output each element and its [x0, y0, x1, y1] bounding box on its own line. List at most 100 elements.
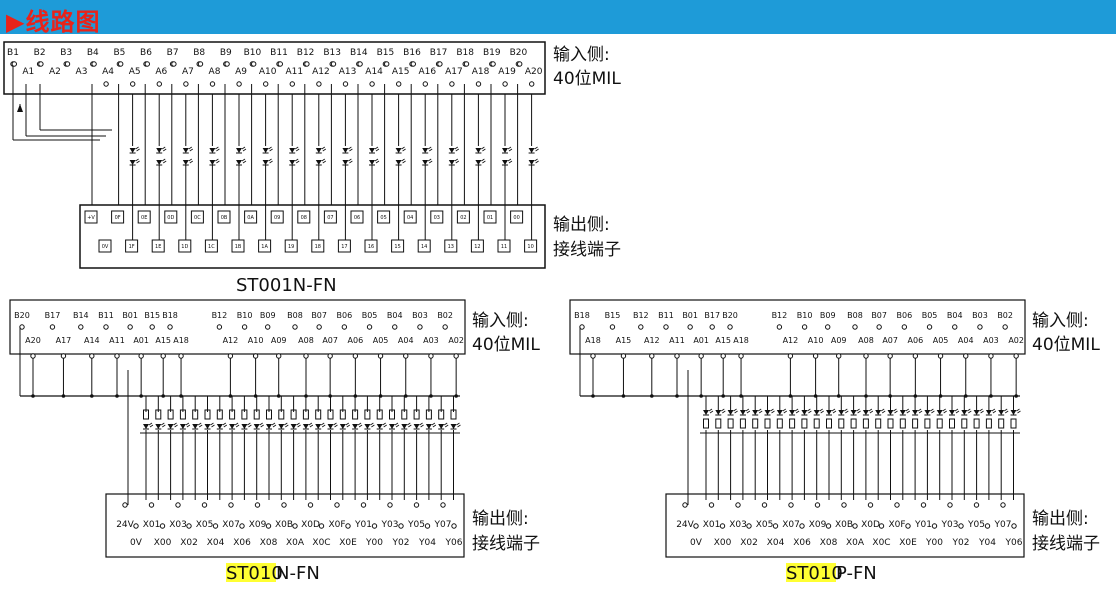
st010p-terminal-bottom-label: X08: [820, 538, 838, 548]
st010p-resistor: [912, 418, 919, 429]
st010n-led: [413, 424, 420, 429]
st001n-led: [289, 160, 296, 165]
wire-junction: [31, 394, 35, 398]
led-emission-arrows: [745, 408, 751, 414]
st010n-terminal-bottom-pin: [371, 523, 378, 529]
st010p-resistor: [739, 418, 746, 429]
wire-junction: [403, 394, 408, 398]
st010n-b-pin: [216, 324, 223, 330]
st001n-terminal-top-label: 09: [274, 215, 280, 221]
st010p-b-pin-label: B08: [847, 311, 863, 320]
st001n-terminal-box: [164, 210, 178, 224]
st010n-terminal-bottom-label: 0V: [130, 538, 143, 548]
st001n-terminal-top-label: 0F: [115, 215, 121, 221]
st001n-terminal-bottom-label: 18: [315, 244, 321, 250]
led-emission-arrows: [856, 408, 861, 414]
led-emission-arrows: [382, 422, 387, 428]
st010p-b-pin: [687, 324, 693, 330]
st010p-a-pin-label: A03: [983, 336, 999, 345]
st001n-terminal-box: [125, 239, 139, 253]
st010n-terminal-bottom-pin: [186, 523, 192, 529]
st010n-resistor: [438, 409, 445, 420]
st001n-a-pin-stub: [304, 61, 310, 67]
st010n-resistor: [278, 409, 285, 420]
st001n-terminal-box: [364, 239, 378, 253]
st001n-b-pin-label: B11: [270, 48, 288, 58]
st001n-terminal-top-label: 08: [301, 215, 307, 221]
st001n-output-side-label: 输出侧:: [553, 215, 610, 235]
st010n-led: [438, 424, 445, 429]
led-emission-arrows: [215, 158, 220, 164]
led-emission-arrows: [188, 158, 194, 164]
st010n-terminal-bottom-label: Y06: [445, 538, 463, 548]
st010n-connector-box: [9, 299, 466, 355]
st001n-led: [236, 160, 242, 165]
st001n-b-pin-label: B9: [220, 48, 232, 58]
st010p-b-pin-label: B12: [772, 311, 788, 320]
st010p-led: [936, 410, 943, 415]
led-emission-arrows: [991, 408, 997, 414]
st010p-resistor: [850, 418, 857, 429]
st001n-terminal-bottom-label: 1A: [261, 244, 268, 250]
st010n-b-pin: [78, 324, 84, 330]
st010p-terminal-bottom-pin: [852, 523, 858, 529]
st001n-a-pin-label: A17: [445, 67, 463, 77]
st010n-b-pin: [103, 324, 109, 330]
st001n-terminal-top-label: 03: [434, 215, 440, 221]
st010n-terminal-top-label: X07: [222, 520, 240, 530]
st010p-resistor: [789, 418, 796, 429]
st001n-led: [475, 160, 482, 165]
st010n-resistor: [179, 409, 186, 420]
st001n-a-pin: [369, 81, 375, 87]
st010n-terminal-bottom-pin: [159, 523, 166, 529]
st010p-terminal-top-label: X0B: [835, 520, 853, 530]
st010n-b-pin: [392, 324, 398, 330]
st001n-b-pin-label: B8: [193, 48, 205, 58]
st001n-terminal-top-label: 0C: [194, 215, 201, 221]
st010p-led: [838, 410, 845, 415]
st010n-resistor: [290, 409, 297, 420]
st001n-terminal-bottom-label: 16: [368, 244, 374, 250]
st010n-terminal-top-pin: [413, 502, 420, 508]
st010p-resistor: [715, 418, 722, 429]
st010n-model-highlight: ST010: [226, 563, 283, 584]
st010n-terminal-bottom-pin: [398, 523, 404, 529]
st010p-a-pin: [738, 353, 744, 359]
st010n-terminal-top-label: Y01: [354, 520, 372, 530]
st001n-a-pin-label: A14: [365, 67, 383, 77]
st010n-b-pin-label: B05: [362, 311, 378, 320]
led-emission-arrows: [348, 158, 353, 164]
st010n-led: [315, 424, 322, 429]
st010n-terminal-bottom-label: X04: [207, 538, 225, 548]
st010n-a-pin-label: A20: [25, 336, 41, 345]
st001n-a-pin-stub: [11, 61, 18, 67]
st010p-b-pin-label: B12: [633, 311, 649, 320]
st010p-led: [998, 410, 1005, 415]
st001n-a-pin: [103, 81, 109, 87]
st010n-led: [278, 424, 285, 429]
st010p-terminal-top-label: X0D: [861, 520, 880, 530]
st001n-b-pin-label: B12: [297, 48, 315, 58]
st010p-b-pin: [609, 324, 616, 330]
st001n-terminal-bottom-label: 19: [288, 244, 294, 250]
st001n-led: [129, 148, 136, 153]
st010p-a-pin: [649, 353, 655, 359]
led-emission-arrows: [345, 422, 351, 428]
st010n-a-pin: [352, 353, 359, 359]
st010n-terminal-top-label: X0D: [301, 520, 320, 530]
led-emission-arrows: [296, 422, 301, 428]
wire-junction: [276, 394, 281, 398]
wire-junction: [963, 394, 968, 398]
st001n-a-pin-stub: [384, 61, 390, 67]
st001n-led: [395, 160, 402, 165]
st010n-a-pin: [453, 353, 459, 359]
st010p-terminal-bottom-pin: [799, 523, 805, 529]
st001n-terminal-box: [470, 239, 484, 253]
st010n-led: [339, 424, 346, 429]
st001n-terminal-top-label: 0A: [247, 215, 254, 221]
led-emission-arrows: [234, 422, 240, 428]
st001n-a-pin-stub: [517, 61, 523, 67]
st010p-b-pin: [776, 324, 783, 330]
led-emission-arrows: [507, 146, 513, 152]
st010p-terminal-top-label: Y01: [914, 520, 932, 530]
